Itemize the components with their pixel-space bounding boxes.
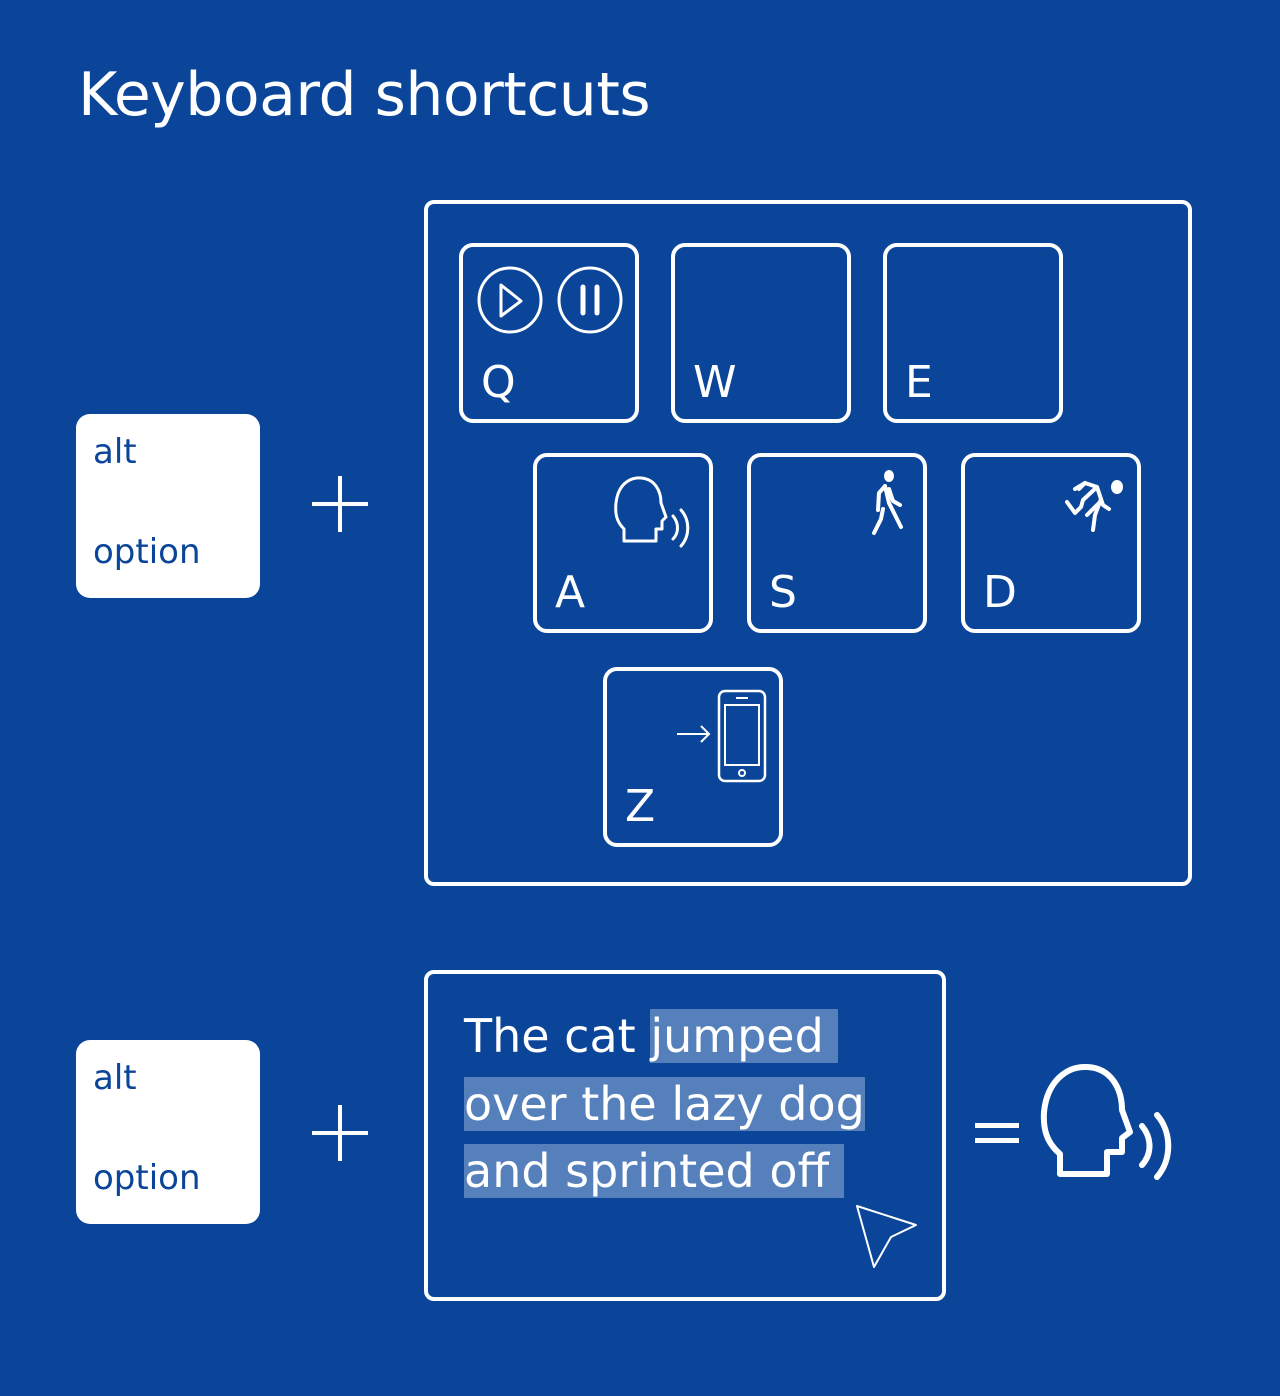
cursor-arrow-icon <box>856 1205 917 1268</box>
send-to-phone-icon <box>677 689 767 783</box>
option-label: option <box>93 532 201 572</box>
text-line-2: over the lazy dog <box>464 1076 865 1132</box>
running-person-icon <box>1065 480 1123 532</box>
key-d: D <box>961 453 1141 633</box>
text-line-1: The cat jumped <box>464 1008 839 1064</box>
text-line-3: and sprinted off <box>464 1143 844 1199</box>
walking-person-icon <box>872 470 903 535</box>
text-selection-box <box>424 970 946 1301</box>
key-s: S <box>747 453 927 633</box>
highlighted-text[interactable]: and sprinted off <box>464 1144 844 1198</box>
key-z: Z <box>603 667 783 847</box>
option-label: option <box>93 1158 201 1198</box>
key-letter: S <box>769 567 797 618</box>
speaking-head-icon <box>1040 1063 1172 1180</box>
alt-option-key: alt option <box>76 414 260 598</box>
plus-icon <box>312 1103 372 1163</box>
alt-option-key-2: alt option <box>76 1040 260 1224</box>
plain-text: The cat <box>464 1009 651 1063</box>
key-letter: E <box>905 357 933 408</box>
highlighted-text[interactable]: over the lazy dog <box>464 1077 865 1131</box>
key-letter: D <box>983 567 1017 618</box>
alt-label: alt <box>93 432 137 472</box>
key-w: W <box>671 243 851 423</box>
key-letter: Q <box>481 357 516 408</box>
key-group <box>424 200 1192 886</box>
alt-label: alt <box>93 1058 137 1098</box>
key-letter: A <box>555 567 586 618</box>
key-letter: W <box>693 357 737 408</box>
highlighted-text[interactable]: jumped <box>650 1009 839 1063</box>
key-letter: Z <box>625 781 656 832</box>
page-title: Keyboard shortcuts <box>78 60 651 130</box>
key-a: A <box>533 453 713 633</box>
play-pause-icon <box>477 266 623 334</box>
equals-icon <box>975 1123 1019 1143</box>
key-e: E <box>883 243 1063 423</box>
key-q: Q <box>459 243 639 423</box>
speaking-head-icon <box>614 476 690 548</box>
plus-icon <box>312 474 372 534</box>
